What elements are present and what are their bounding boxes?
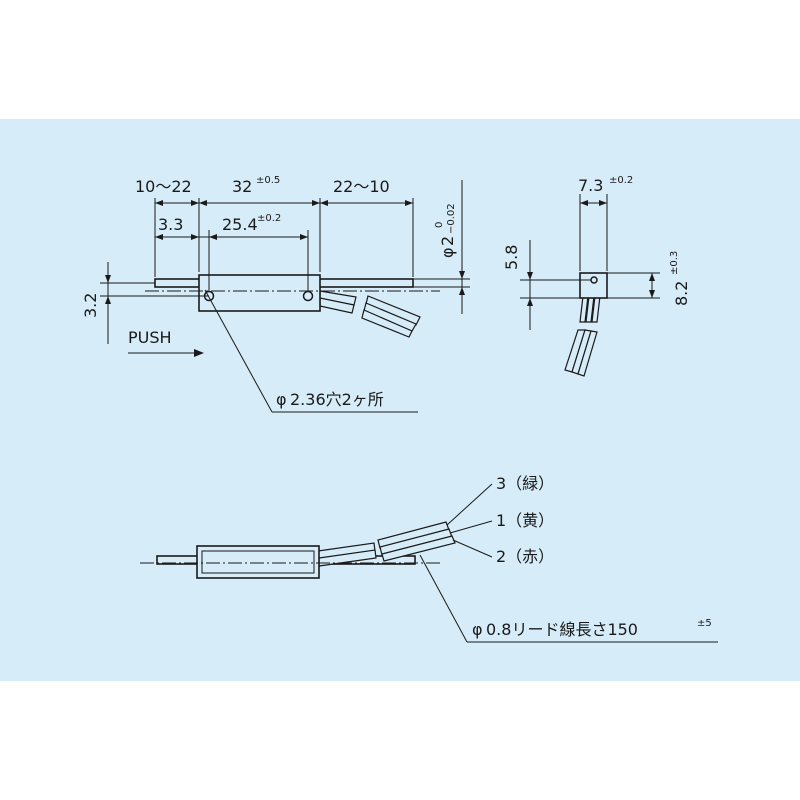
lead-3-label: 3（緑） <box>496 474 554 493</box>
hole-note: 2.36穴2ヶ所 <box>290 390 384 409</box>
diameter-tol-lower: −0.02 <box>446 203 457 234</box>
lead-phi-symbol: φ <box>472 620 483 639</box>
dim-side-width-label: 7.3 <box>578 176 603 195</box>
dim-side-height <box>607 272 660 299</box>
drawing-panel <box>0 119 800 681</box>
lead-view: 3（緑） 1（黄） 2（赤） φ 0.8リード線長さ150 ±5 <box>140 474 718 643</box>
dim-side-offset-label: 5.8 <box>502 245 521 270</box>
lead-1-leader <box>449 520 493 534</box>
dim-pitch-label: 25.4 <box>222 215 258 234</box>
push-arrow <box>128 349 204 357</box>
hole-phi-symbol: φ <box>276 390 287 409</box>
dim-line-top <box>155 200 413 206</box>
lead-1-label: 1（黄） <box>496 511 554 530</box>
dim-right-label: 22〜10 <box>333 177 390 196</box>
front-view-leads <box>319 290 421 338</box>
mounting-hole-right <box>302 290 314 302</box>
lead-length-note: 0.8リード線長さ150 <box>486 620 638 639</box>
diameter-tol-upper: 0 <box>434 222 445 228</box>
dim-side-height-tolerance: ±0.3 <box>669 251 680 275</box>
hole-leader <box>204 289 418 413</box>
dim-center-label: 32 <box>232 177 252 196</box>
dim-side-height-label: 8.2 <box>672 281 691 306</box>
lead-2-label: 2（赤） <box>496 547 554 566</box>
diameter-value: 2 <box>438 236 457 246</box>
dim-offset-label: 3.3 <box>158 215 183 234</box>
diameter-symbol: φ <box>438 247 457 258</box>
push-label: PUSH <box>128 328 172 347</box>
dim-diameter-text: φ 2 0 −0.02 <box>434 203 457 258</box>
lead-view-inner-outline <box>201 550 315 574</box>
lead-3-leader <box>446 483 493 526</box>
dim-left-label: 10〜22 <box>135 177 192 196</box>
dim-center-tolerance: ±0.5 <box>256 175 280 186</box>
dim-side-offset <box>520 240 591 330</box>
dim-side-width-tolerance: ±0.2 <box>609 175 633 186</box>
lead-length-tolerance: ±5 <box>697 618 712 629</box>
dim-pitch-tolerance: ±0.2 <box>257 213 281 224</box>
dim-diameter <box>413 180 470 314</box>
side-view: 7.3 ±0.2 8.2 ±0.3 5.8 <box>502 175 691 377</box>
dim-height-label: 3.2 <box>81 293 100 318</box>
lead-view-leads <box>317 521 456 567</box>
lead-2-leader <box>452 539 493 558</box>
dim-line-second <box>155 234 308 240</box>
switch-body <box>198 274 321 312</box>
side-view-leads <box>564 295 601 377</box>
lead-length-leader <box>419 554 718 643</box>
front-view: 10〜22 32 ±0.5 22〜10 3.3 25.4 ±0.2 3.2 <box>81 175 470 413</box>
dim-side-width <box>579 194 608 271</box>
dim-height <box>100 262 209 344</box>
